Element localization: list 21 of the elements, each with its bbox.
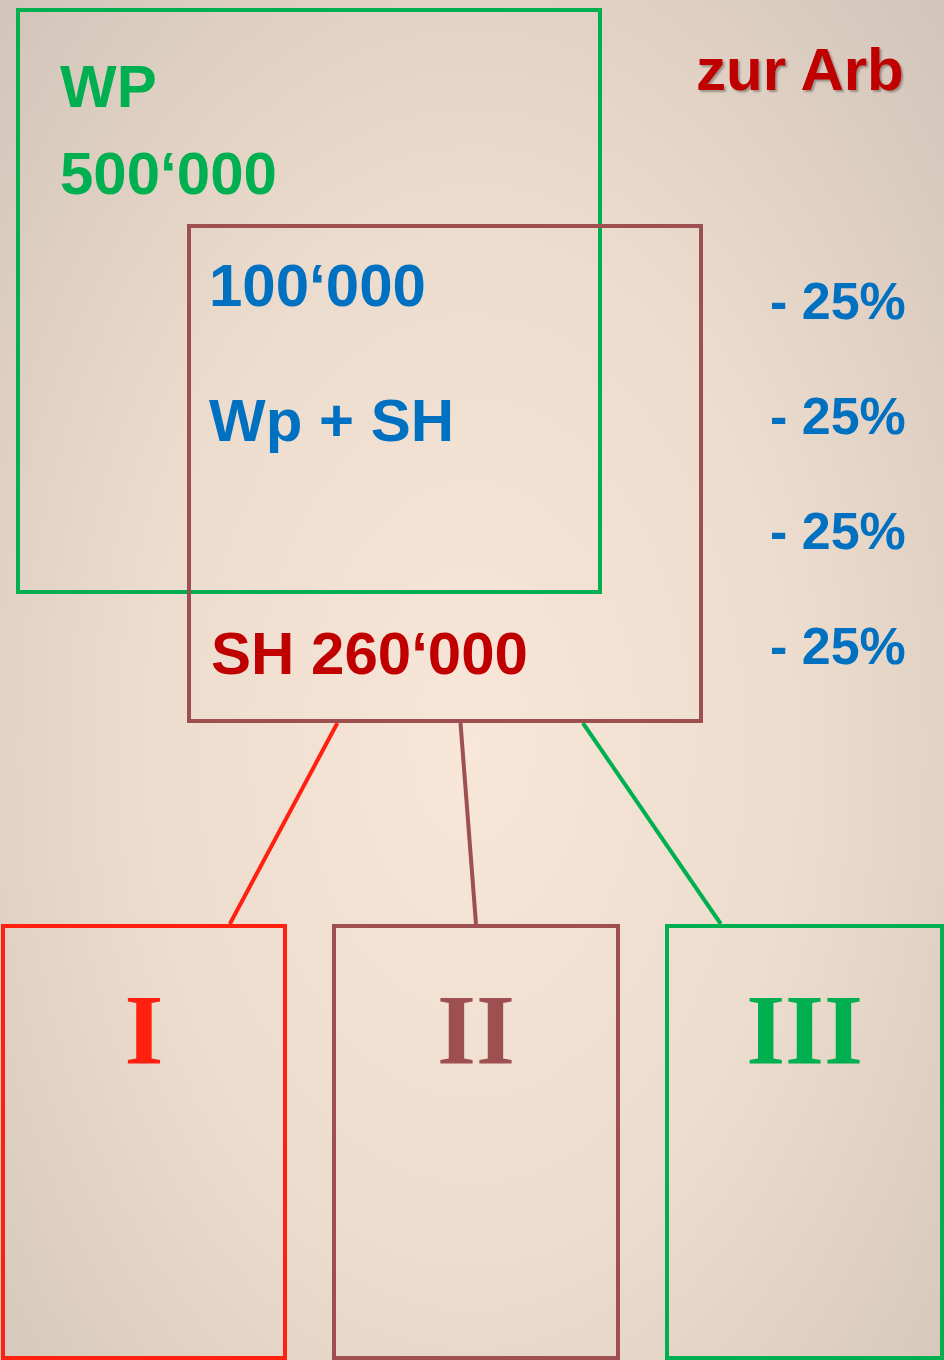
percentage-label: - 25% bbox=[770, 390, 906, 442]
group-box bbox=[187, 224, 703, 723]
group-box bbox=[16, 8, 602, 594]
category-box bbox=[665, 924, 944, 1360]
category-box bbox=[332, 924, 620, 1360]
percentage-label: - 25% bbox=[770, 275, 906, 327]
node-text: 500‘000 bbox=[60, 144, 277, 204]
node-text: II bbox=[436, 980, 516, 1080]
title: zur Arb bbox=[696, 40, 904, 100]
node-text: Wp + SH bbox=[209, 391, 454, 451]
node-text: I bbox=[123, 980, 165, 1080]
percentage-label: - 25% bbox=[770, 505, 906, 557]
node-text: WP bbox=[60, 57, 157, 117]
node-text: 100‘000 bbox=[209, 256, 426, 316]
percentage-label: - 25% bbox=[770, 620, 906, 672]
connector-line bbox=[581, 721, 723, 926]
node-text: SH 260‘000 bbox=[211, 624, 528, 684]
connector-line bbox=[228, 722, 340, 925]
category-box bbox=[1, 924, 287, 1360]
connector-line bbox=[458, 722, 478, 925]
node-text: III bbox=[745, 980, 864, 1080]
